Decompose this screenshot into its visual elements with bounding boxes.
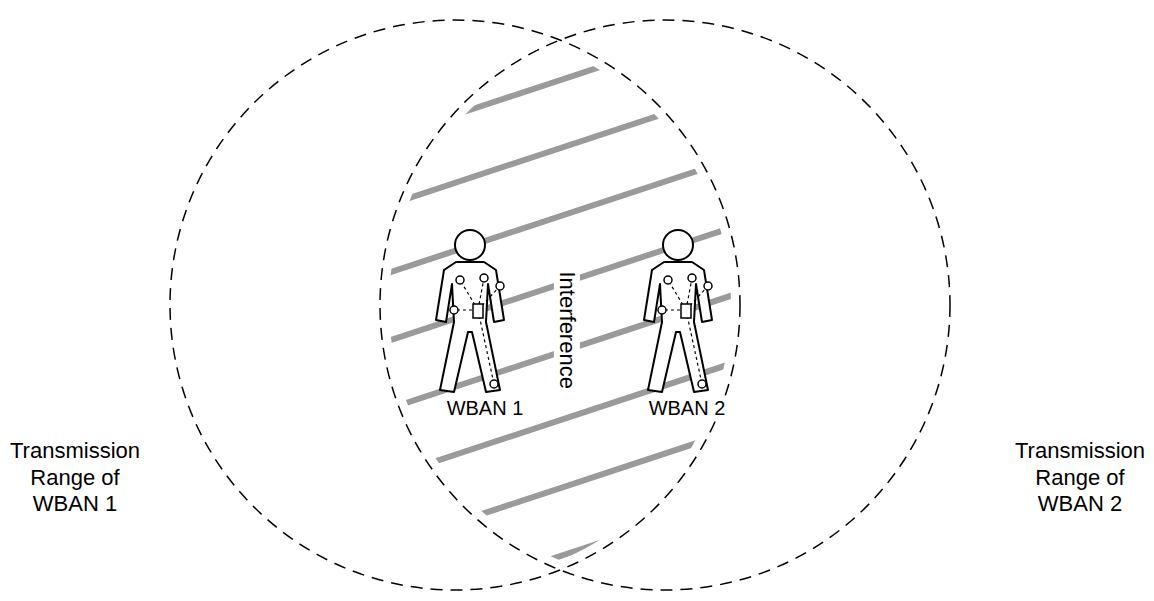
network-label: WBAN 1 <box>444 396 527 420</box>
person-figure <box>644 230 712 392</box>
person-figure <box>436 230 504 392</box>
range-label: Transmission Range of WBAN 2 <box>1010 438 1150 517</box>
range-circle <box>380 20 950 590</box>
interference-label: Interference <box>554 268 580 391</box>
network-label: WBAN 2 <box>646 396 729 420</box>
range-circle <box>170 20 740 590</box>
range-label: Transmission Range of WBAN 1 <box>5 438 145 517</box>
